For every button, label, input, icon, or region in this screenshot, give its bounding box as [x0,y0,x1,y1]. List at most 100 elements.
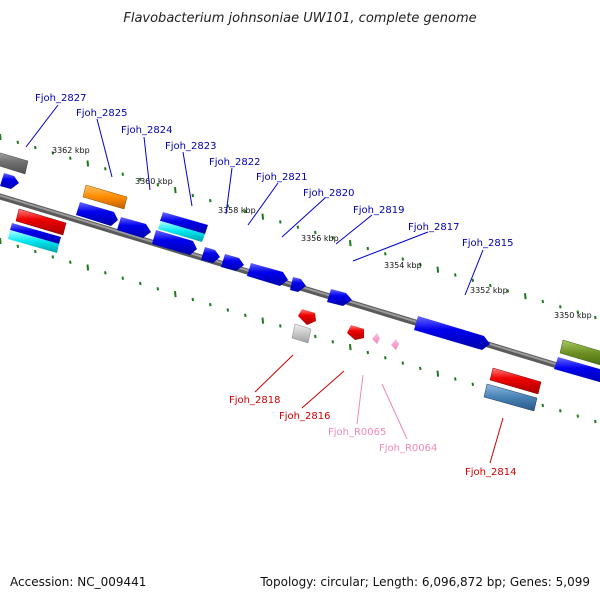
minus-gene-labels: Fjoh_2818 Fjoh_2816 Fjoh_R0065 Fjoh_R006… [229,395,516,478]
scale-tick [174,187,177,194]
scale-tick [139,281,142,286]
scale-tick [541,403,545,408]
scale-tick [576,414,580,418]
gene-label[interactable]: Fjoh_2827 [35,93,86,104]
scale-tick [471,278,475,282]
scale-tick [0,237,2,245]
gene-block-gray[interactable] [0,150,29,175]
gene-block-cyan[interactable] [8,230,59,253]
gene-arrow-red[interactable] [298,309,316,325]
gene-label[interactable]: Fjoh_2820 [303,188,354,199]
scale-tick [594,315,597,320]
gene-label[interactable]: Fjoh_2821 [256,172,307,183]
gene-arrow-blue[interactable] [0,173,19,189]
scale-label: 3354 kbp [384,261,422,270]
scale-tick [139,177,142,182]
gene-arrow-blue[interactable] [221,254,244,271]
scale-tick [296,225,300,229]
scale-tick [34,249,37,254]
scale-tick [401,257,405,261]
scale-labels: 3362 kbp 3360 kbp 3358 kbp 3356 kbp 3354… [52,146,592,320]
scale-tick [471,382,475,386]
scale-tick [261,317,265,324]
gene-arrow-blue[interactable] [414,316,490,350]
scale-tick [384,356,387,360]
rna-arrow-pink[interactable] [391,339,399,350]
gene-label[interactable]: Fjoh_2816 [279,411,330,422]
scale-tick [384,252,387,256]
scale-tick [244,313,247,317]
label-leader-lines [25,104,504,464]
scale-tick [506,289,510,293]
scale-tick [454,273,457,277]
scale-tick [156,183,160,187]
gene-label[interactable]: Fjoh_2817 [408,222,459,233]
gene-block-red[interactable] [15,208,67,236]
gene-block-lightgray[interactable] [291,323,312,344]
scale-tick [419,262,422,267]
gene-label[interactable]: Fjoh_2815 [462,238,513,249]
scale-label: 3362 kbp [52,146,90,155]
gene-arrow-blue[interactable] [117,217,151,238]
scale-tick [366,246,370,251]
scale-tick [314,230,317,235]
gene-arrow-blue[interactable] [247,263,288,286]
scale-tick [121,172,125,176]
gene-label[interactable]: Fjoh_2823 [165,141,216,152]
gene-arrow-blue[interactable] [327,289,352,306]
scale-label: 3358 kbp [218,206,256,215]
gene-label[interactable]: Fjoh_2819 [353,205,404,216]
gene-arrow-blue[interactable] [554,357,600,385]
scale-tick [331,236,335,240]
gene-block-cyan[interactable] [158,221,205,242]
scale-tick [34,145,37,150]
gene-block-red[interactable] [489,367,542,395]
gene-block-blue[interactable] [10,223,61,244]
scale-tick [541,299,545,304]
gene-label[interactable]: Fjoh_2824 [121,125,172,136]
scale-tick [454,377,457,381]
scale-tick [366,350,370,355]
scale-tick [104,167,107,171]
rna-arrow-pink[interactable] [372,333,380,344]
gene-label[interactable]: Fjoh_2825 [76,108,127,119]
scale-tick [16,244,20,248]
scale-tick [244,209,247,213]
gene-label[interactable]: Fjoh_R0065 [328,427,386,438]
scale-label: 3360 kbp [135,177,173,186]
scale-tick [349,344,352,351]
scale-label: 3356 kbp [301,234,339,243]
scale-tick [51,151,55,155]
scale-tick [16,140,20,144]
gene-arrow-red[interactable] [347,325,364,340]
gene-block-blue[interactable] [160,212,208,234]
gene-label[interactable]: Fjoh_2818 [229,395,280,406]
accession-text: Accession: NC_009441 [10,575,146,589]
scale-tick [436,370,440,377]
scale-tick [279,324,282,328]
scale-tick [0,133,2,141]
scale-tick [489,283,492,288]
scale-tick [279,220,282,224]
gene-label[interactable]: Fjoh_R0064 [379,443,437,454]
gene-block-steelblue[interactable] [483,383,538,412]
gene-block-orange[interactable] [82,184,128,210]
gene-label[interactable]: Fjoh_2822 [209,157,260,168]
gene-arrow-blue[interactable] [201,247,220,263]
scale-tick [174,291,177,298]
gene-label[interactable]: Fjoh_2814 [465,467,516,478]
plus-gene-labels: Fjoh_2827 Fjoh_2825 Fjoh_2824 Fjoh_2823 … [35,93,513,249]
scale-tick [436,266,440,273]
scale-tick [419,366,422,371]
scale-tick [226,308,230,312]
minus-strand-features [8,208,542,412]
gene-arrow-blue[interactable] [76,202,118,226]
map-title: Flavobacterium johnsoniae UW101, complet… [123,11,476,26]
scale-label: 3352 kbp [470,286,508,295]
gene-block-green[interactable] [559,339,600,367]
scale-tick [349,240,352,247]
scale-tick [331,340,335,344]
gene-arrow-blue[interactable] [152,230,197,255]
gene-arrow-blue[interactable] [290,277,306,292]
